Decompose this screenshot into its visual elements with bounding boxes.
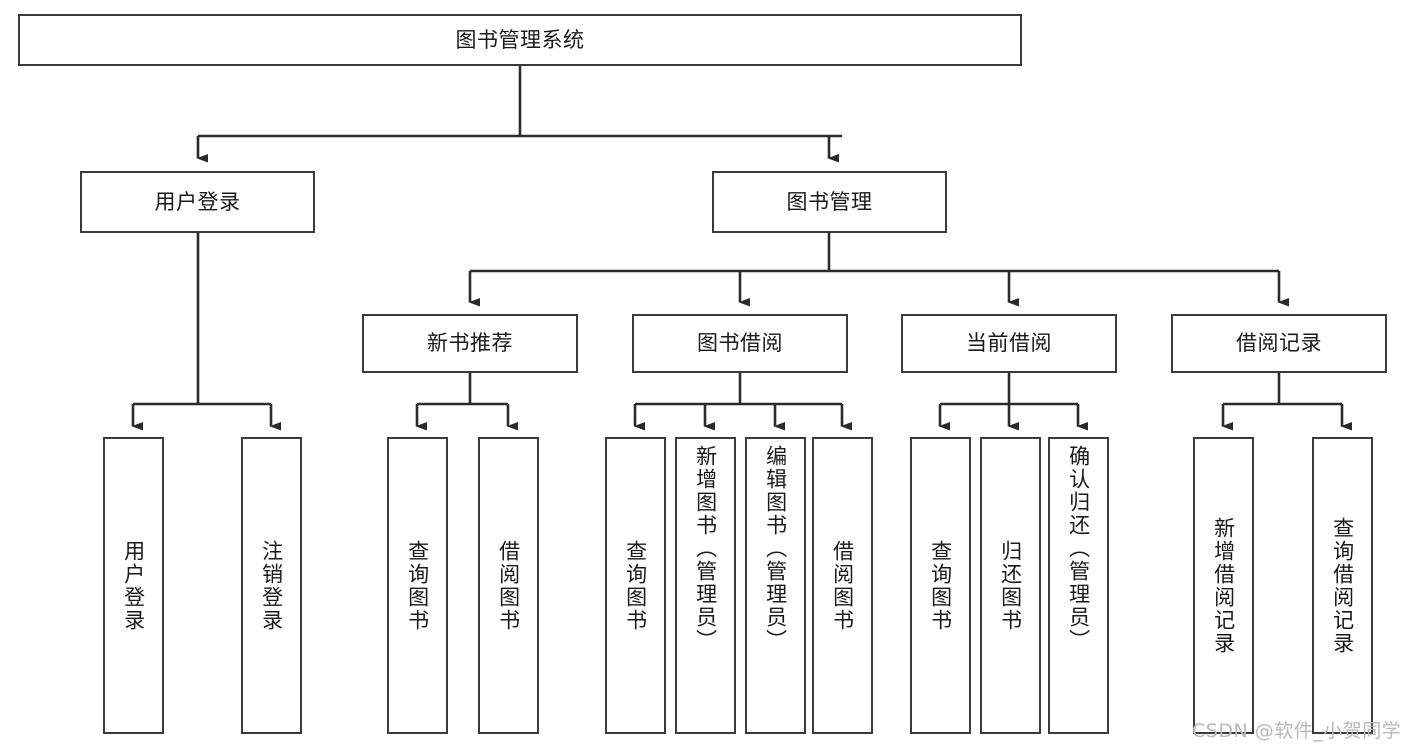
leaf-return-book[interactable]: 归还图书: [980, 437, 1041, 734]
node-user-login-label: 用户登录: [154, 189, 241, 214]
node-current-borrow-label: 当前借阅: [966, 331, 1052, 356]
leaf-query-book-1[interactable]: 查询图书: [387, 437, 448, 734]
node-book-manage-label: 图书管理: [786, 189, 873, 214]
node-borrow-record[interactable]: 借阅记录: [1171, 314, 1387, 373]
node-user-login[interactable]: 用户登录: [80, 171, 315, 233]
leaf-query-book-2[interactable]: 查询图书: [605, 437, 666, 734]
node-root-label: 图书管理系统: [455, 27, 585, 52]
leaf-user-login[interactable]: 用户登录: [103, 437, 164, 734]
leaf-borrow-book-1[interactable]: 借阅图书: [478, 437, 539, 734]
node-book-borrow-label: 图书借阅: [697, 331, 783, 356]
leaf-borrow-book-1-label: 借阅图书: [496, 539, 521, 632]
leaf-query-book-3[interactable]: 查询图书: [910, 437, 971, 734]
leaf-edit-book-label: 编辑图书（管理员）: [763, 445, 788, 652]
leaf-borrow-book-2[interactable]: 借阅图书: [812, 437, 873, 734]
leaf-logout-label: 注销登录: [259, 539, 284, 632]
node-book-manage[interactable]: 图书管理: [712, 171, 947, 233]
leaf-query-book-2-label: 查询图书: [623, 539, 648, 632]
csdn-watermark: CSDN @软件_小贺同学: [1192, 720, 1402, 742]
leaf-query-record[interactable]: 查询借阅记录: [1312, 437, 1373, 734]
leaf-return-book-label: 归还图书: [998, 539, 1023, 632]
leaf-user-login-label: 用户登录: [121, 539, 146, 632]
node-new-book-rec-label: 新书推荐: [427, 331, 513, 356]
leaf-borrow-book-2-label: 借阅图书: [830, 539, 855, 632]
node-book-borrow[interactable]: 图书借阅: [632, 314, 848, 373]
leaf-query-book-3-label: 查询图书: [928, 539, 953, 632]
leaf-query-book-1-label: 查询图书: [405, 539, 430, 632]
leaf-edit-book[interactable]: 编辑图书（管理员）: [745, 437, 806, 734]
leaf-confirm-return[interactable]: 确认归还（管理员）: [1048, 437, 1109, 734]
node-new-book-rec[interactable]: 新书推荐: [362, 314, 578, 373]
node-root[interactable]: 图书管理系统: [18, 14, 1022, 66]
leaf-confirm-return-label: 确认归还（管理员）: [1066, 445, 1091, 652]
leaf-add-book[interactable]: 新增图书（管理员）: [675, 437, 736, 734]
leaf-add-book-label: 新增图书（管理员）: [693, 445, 718, 652]
node-borrow-record-label: 借阅记录: [1236, 331, 1322, 356]
leaf-add-record-label: 新增借阅记录: [1211, 516, 1236, 655]
leaf-query-record-label: 查询借阅记录: [1330, 516, 1355, 655]
leaf-logout[interactable]: 注销登录: [241, 437, 302, 734]
leaf-add-record[interactable]: 新增借阅记录: [1193, 437, 1254, 734]
node-current-borrow[interactable]: 当前借阅: [901, 314, 1117, 373]
